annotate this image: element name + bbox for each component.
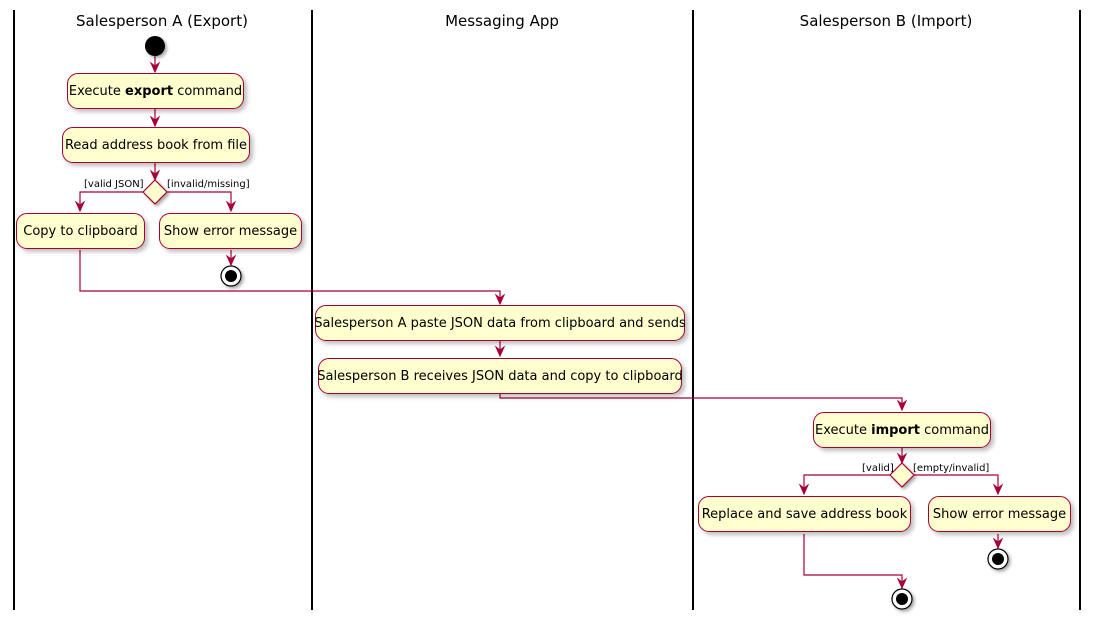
lane-divider-1 xyxy=(311,10,313,610)
lane-title-export: Salesperson A (Export) xyxy=(76,12,248,30)
activity-execute-import-suffix: command xyxy=(919,422,990,438)
start-node xyxy=(145,36,165,56)
guard-empty-invalid: [empty/invalid] xyxy=(913,463,990,474)
activity-execute-export-keyword: export xyxy=(125,83,174,99)
lane-divider-2 xyxy=(692,10,694,610)
lane-title-import: Salesperson B (Import) xyxy=(799,12,973,30)
activity-execute-export-suffix: command xyxy=(173,83,243,99)
lane-divider-left xyxy=(13,10,15,610)
activity-execute-export: Execute export command xyxy=(67,73,244,109)
lane-divider-right xyxy=(1079,10,1081,610)
activity-execute-import-prefix: Execute xyxy=(814,422,872,438)
guard-valid: [valid] xyxy=(862,463,894,474)
activity-execute-import-keyword: import xyxy=(871,422,920,438)
activity-read-address-book: Read address book from file xyxy=(62,127,250,163)
stop-node-import-error xyxy=(987,548,1009,570)
decision-diamond-import xyxy=(889,462,915,488)
stop-node-final xyxy=(891,588,913,610)
activity-paste-and-send: Salesperson A paste JSON data from clipb… xyxy=(314,305,686,341)
guard-valid-json: [valid JSON] xyxy=(84,179,144,190)
guard-invalid-missing: [invalid/missing] xyxy=(167,179,250,190)
activity-receive-and-copy: Salesperson B receives JSON data and cop… xyxy=(317,358,683,394)
decision-diamond-export xyxy=(142,179,168,205)
lane-title-messaging: Messaging App xyxy=(445,12,559,30)
activity-show-error-export: Show error message xyxy=(159,213,302,249)
activity-execute-import: Execute import command xyxy=(813,412,991,448)
activity-execute-export-prefix: Execute xyxy=(68,83,125,99)
activity-show-error-import: Show error message xyxy=(928,496,1071,532)
activity-copy-to-clipboard: Copy to clipboard xyxy=(16,213,145,249)
activity-replace-and-save: Replace and save address book xyxy=(698,496,911,532)
stop-node-export-error xyxy=(220,265,242,287)
